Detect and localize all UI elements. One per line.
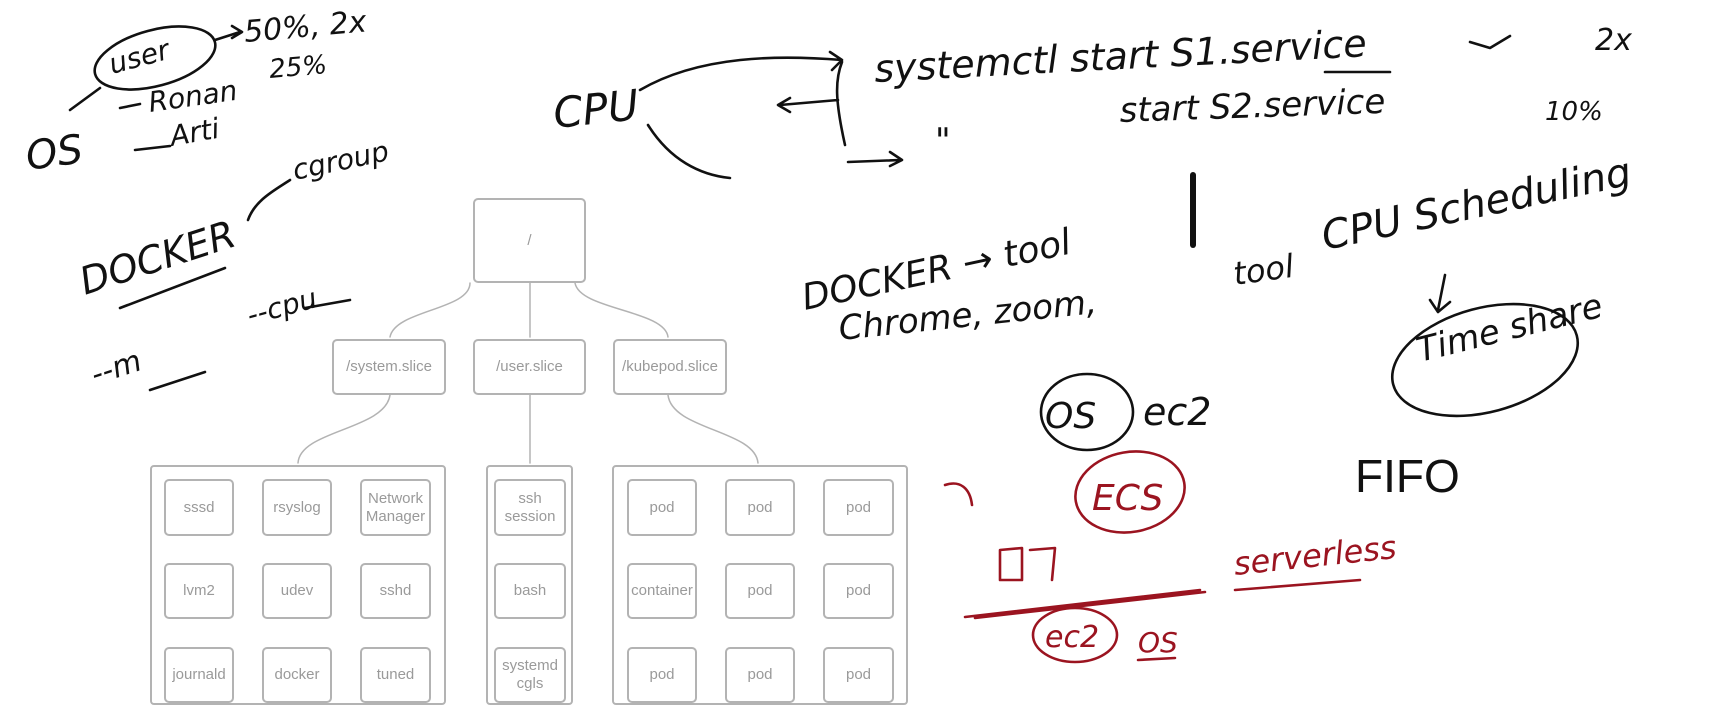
hw-docker: DOCKER <box>74 212 241 304</box>
hw-arti: Arti <box>166 112 223 153</box>
user-circle-stroke <box>93 25 217 91</box>
hw-serverless: serverless <box>1232 528 1398 583</box>
root-node: / <box>473 198 586 283</box>
black-ink-strokes <box>68 24 1580 452</box>
s1-check <box>1468 34 1512 50</box>
hw-ronan: Ronan <box>146 74 239 119</box>
cpu-arrow-top <box>638 50 844 92</box>
red-squares <box>998 546 1057 582</box>
unit-node: pod <box>627 647 697 703</box>
strike-through-line <box>963 588 1207 620</box>
hw-os-red: OS <box>1138 626 1178 659</box>
hw-systemctl-line2: start S2.service <box>1119 82 1386 131</box>
os-to-users-lines <box>68 86 172 152</box>
hw-systemctl-line2-share: 10% <box>1545 97 1603 127</box>
ec2-red-circle <box>1031 606 1119 664</box>
cpu-sched-arrow <box>1428 273 1452 314</box>
serverless-underline <box>1233 578 1362 592</box>
hw-systemctl-line1: systemctl start S1.service <box>873 21 1368 91</box>
unit-node: journald <box>164 647 234 703</box>
unit-node: lvm2 <box>164 563 234 619</box>
hw-user-share: 50%, 2x <box>243 4 368 50</box>
hw-tool: tool <box>1231 247 1296 293</box>
unit-node: tuned <box>360 647 431 703</box>
hw-cpu: CPU <box>551 80 641 138</box>
unit-node: pod <box>823 479 894 536</box>
hw-os-circle: OS <box>1045 396 1096 437</box>
unit-node: rsyslog <box>262 479 332 536</box>
unit-node: sssd <box>164 479 234 536</box>
ecs-circle <box>1074 450 1186 534</box>
hw-fifo: FIFO <box>1355 450 1460 502</box>
os-red-underline <box>1136 656 1177 662</box>
timeshare-ellipse <box>1390 302 1580 418</box>
unit-node: pod <box>725 647 795 703</box>
unit-node: bash <box>494 563 566 619</box>
hw-time-share: Time share <box>1413 286 1607 371</box>
hw-systemctl-line1-share: 2x <box>1595 23 1632 58</box>
unit-node: pod <box>725 479 795 536</box>
hw-ditto: " <box>935 121 951 161</box>
unit-node: Network Manager <box>360 479 431 536</box>
hw-ecs: ECS <box>1092 478 1163 519</box>
unit-node: ssh session <box>494 479 566 536</box>
cpu-arrow-bottom <box>646 123 904 180</box>
red-ink-strokes <box>943 450 1362 664</box>
hw-user: user <box>105 33 174 81</box>
unit-node: pod <box>627 479 697 536</box>
hw-cpu-scheduling: CPU Scheduling <box>1318 149 1636 260</box>
docker-underline <box>118 266 227 310</box>
user-arrow-stroke <box>213 24 244 42</box>
cgroup-connector <box>246 178 292 222</box>
hw-os: OS <box>23 126 86 179</box>
hw-ec2-red: ec2 <box>1045 620 1099 655</box>
red-hook <box>943 482 974 507</box>
unit-node: pod <box>823 563 894 619</box>
slice-node-kubepod: /kubepod.slice <box>613 339 727 395</box>
unit-node: container <box>627 563 697 619</box>
hw-ronan-share: 25% <box>268 50 328 85</box>
unit-node: udev <box>262 563 332 619</box>
hw-ec2: ec2 <box>1143 390 1211 434</box>
unit-node: pod <box>725 563 795 619</box>
unit-node: sshd <box>360 563 431 619</box>
hw-cgroup: cgroup <box>290 134 392 187</box>
unit-node: systemd cgls <box>494 647 566 703</box>
tree-connectors <box>297 282 759 464</box>
brace-back-arrow <box>776 60 847 147</box>
os-ellipse <box>1039 372 1135 452</box>
slice-node-system: /system.slice <box>332 339 446 395</box>
hw-flag-cpu: --cpu <box>243 281 320 331</box>
hw-flag-m: --m <box>87 344 146 393</box>
slice-node-user: /user.slice <box>473 339 586 395</box>
flags-underlines <box>148 298 352 392</box>
